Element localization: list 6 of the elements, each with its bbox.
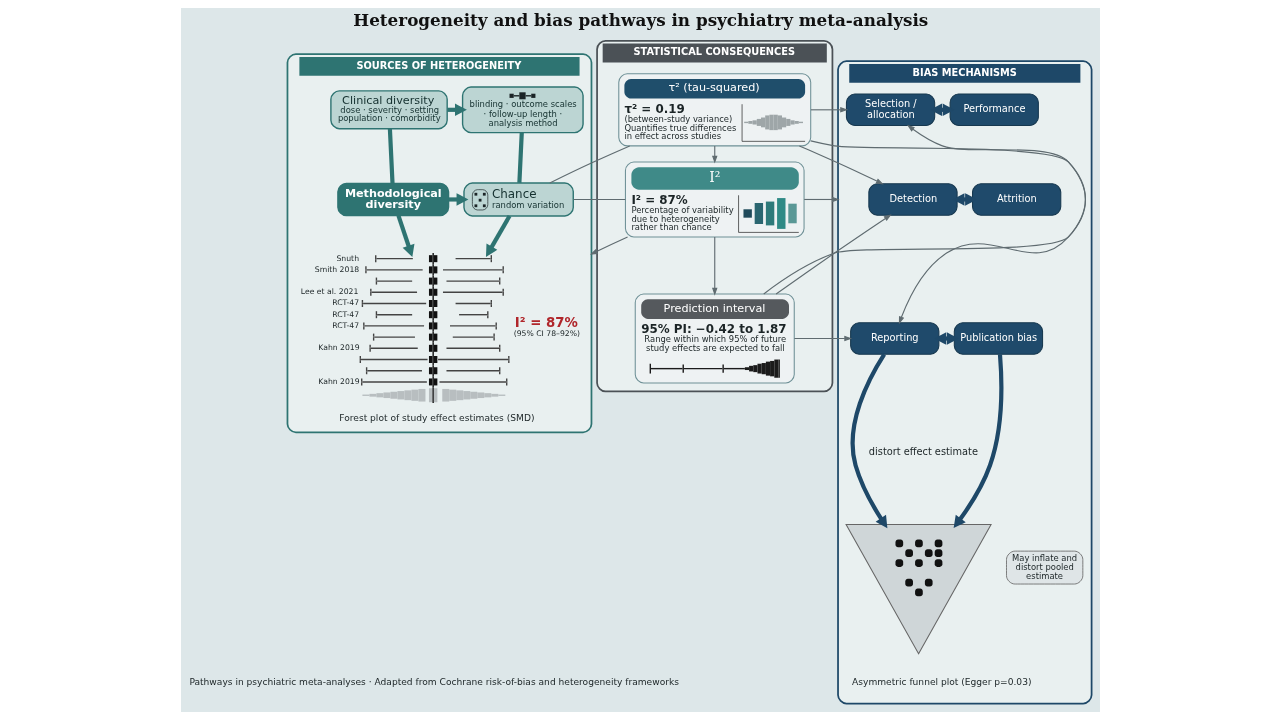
diagram-title: Heterogeneity and bias pathways in psychiatry meta-analysis xyxy=(352,10,928,31)
node-label: I² = 87% xyxy=(514,315,578,331)
node-label: Asymmetric funnel plot (Egger p=0.03) xyxy=(851,676,1031,687)
node-label: Forest plot of study effect estimates (SMD) xyxy=(338,413,534,424)
label: distort effect estimate xyxy=(868,446,978,458)
caption: Pathways in psychiatric meta-analyses · Adapted from Cochrane risk-of-bias and heterogeneity frameworks xyxy=(188,676,679,687)
